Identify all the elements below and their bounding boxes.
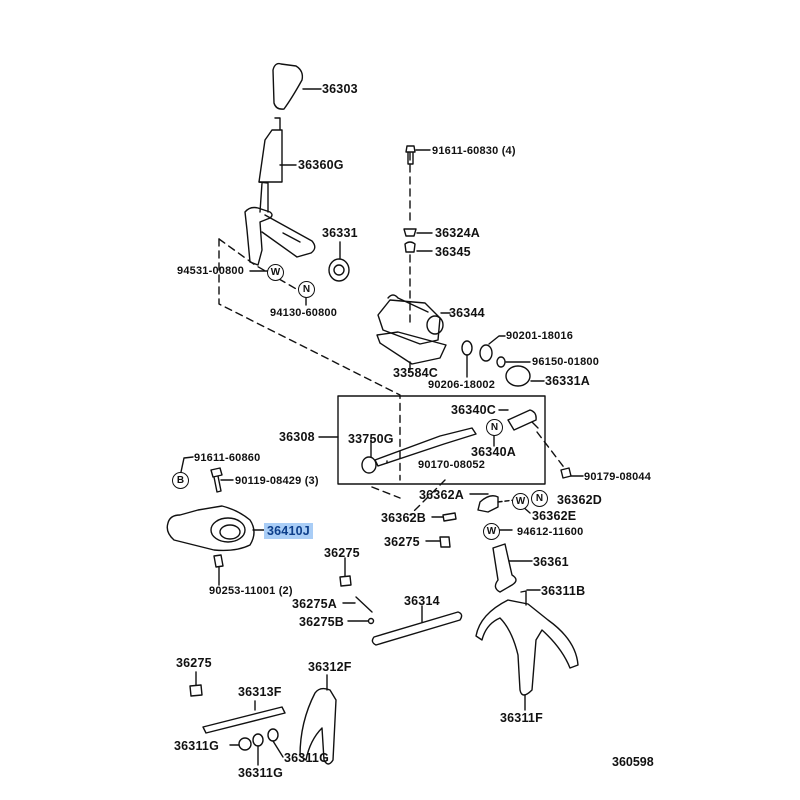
part-label-36344[interactable]: 36344 [449, 306, 485, 320]
part-label-36303[interactable]: 36303 [322, 82, 358, 96]
part-label-90201-18016[interactable]: 90201-18016 [506, 330, 574, 342]
part-label-36275[interactable]: 36275 [176, 656, 212, 670]
part-label-36331[interactable]: 36331 [322, 226, 358, 240]
part-label-36362E[interactable]: 36362E [532, 509, 577, 523]
part-label-36311G[interactable]: 36311G [284, 751, 329, 765]
part-label-36275[interactable]: 36275 [384, 535, 420, 549]
part-label-36313F[interactable]: 36313F [238, 685, 282, 699]
part-label-94130-60800[interactable]: 94130-60800 [270, 307, 338, 319]
part-label-90119-08429[interactable]: 90119-08429 (3) [235, 475, 319, 487]
shift-rail-36313F-drawing [203, 707, 285, 733]
part-label-36362B[interactable]: 36362B [381, 511, 426, 525]
part-label-36340A[interactable]: 36340A [471, 445, 516, 459]
shift-fork-36311F-drawing [476, 600, 578, 695]
part-label-33750G[interactable]: 33750G [348, 432, 394, 446]
washer-symbol: W [267, 264, 284, 281]
part-label-90179-08044[interactable]: 90179-08044 [584, 471, 652, 483]
part-label-36275A[interactable]: 36275A [292, 597, 337, 611]
part-label-90253-11001[interactable]: 90253-11001 (2) [209, 585, 293, 597]
part-label-36331A[interactable]: 36331A [545, 374, 590, 388]
gasket-drawing [377, 332, 446, 364]
part-label-36311G[interactable]: 36311G [174, 739, 219, 753]
part-label-36311G[interactable]: 36311G [238, 766, 283, 780]
part-label-36361[interactable]: 36361 [533, 555, 569, 569]
part-label-33584C[interactable]: 33584C [393, 366, 438, 380]
shift-housing-36410J-drawing [167, 506, 254, 550]
part-label-36362A[interactable]: 36362A [419, 488, 464, 502]
part-label-91611-60860[interactable]: 91611-60860 [194, 452, 261, 464]
part-label-36362D[interactable]: 36362D [557, 493, 602, 507]
part-label-36308[interactable]: 36308 [279, 430, 315, 444]
part-label-36410J-highlighted[interactable]: 36410J [264, 523, 313, 539]
part-label-36340C[interactable]: 36340C [451, 403, 496, 417]
part-label-36311F[interactable]: 36311F [500, 711, 543, 725]
shift-rod-drawing [375, 428, 476, 466]
nut-symbol: N [531, 490, 548, 507]
figure-number: 360598 [612, 755, 654, 769]
part-label-36324A[interactable]: 36324A [435, 226, 480, 240]
shift-housing-drawing [378, 300, 440, 344]
nut-symbol: N [486, 419, 503, 436]
part-label-36312F[interactable]: 36312F [308, 660, 352, 674]
part-label-36345[interactable]: 36345 [435, 245, 471, 259]
part-label-91611-60830[interactable]: 91611-60830 (4) [432, 145, 516, 157]
part-label-36311B[interactable]: 36311B [541, 584, 586, 598]
part-label-94612-11600[interactable]: 94612-11600 [517, 526, 584, 538]
bolt-91611-60830-drawing [406, 146, 415, 164]
rod-assembly-box [338, 396, 545, 484]
shift-rail-36314-drawing [372, 612, 461, 645]
part-label-96150-01800[interactable]: 96150-01800 [532, 356, 600, 368]
part-label-36275[interactable]: 36275 [324, 546, 360, 560]
part-label-36275B[interactable]: 36275B [299, 615, 344, 629]
shift-lever-36361-drawing [493, 544, 516, 592]
washer-symbol: W [512, 493, 529, 510]
nut-symbol: N [298, 281, 315, 298]
washer-symbol: W [483, 523, 500, 540]
part-label-90170-08052[interactable]: 90170-08052 [418, 459, 486, 471]
shift-knob-drawing [273, 64, 302, 110]
part-label-90206-18002[interactable]: 90206-18002 [428, 379, 496, 391]
bolt-symbol: B [172, 472, 189, 489]
oil-seal-36331-drawing [329, 259, 349, 281]
part-label-36314[interactable]: 36314 [404, 594, 440, 608]
shift-lever-drawing [259, 118, 282, 182]
part-label-94531-00800[interactable]: 94531-00800 [177, 265, 245, 277]
part-label-36360G[interactable]: 36360G [298, 158, 344, 172]
